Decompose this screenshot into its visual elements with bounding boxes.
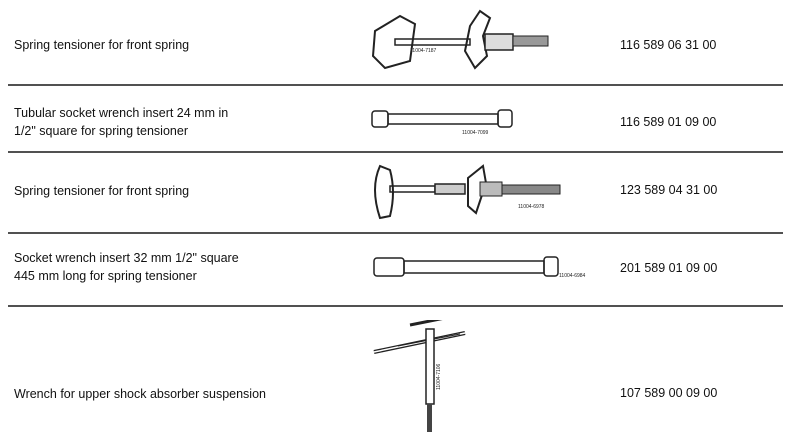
figure-label: 11004-7099 (462, 130, 489, 136)
part-number: 123 589 04 31 00 (620, 183, 718, 197)
description-line: Spring tensioner for front spring (14, 184, 190, 198)
part-number: 201 589 01 09 00 (620, 261, 718, 275)
part-number: 107 589 00 09 00 (620, 386, 718, 400)
item-description: Spring tensioner for front spring (14, 36, 189, 54)
description-line: 445 mm long for spring tensioner (14, 269, 197, 283)
socket-wrench-insert-illustration: 11004-6984 (373, 256, 586, 279)
socket-wrench-insert-illustration: 11004-7099 (371, 109, 513, 136)
figure-label: 11004-6984 (559, 273, 586, 279)
item-description: Socket wrench insert 32 mm 1/2" square 44… (14, 249, 239, 285)
figure-label: 11004-6978 (518, 204, 545, 210)
divider (8, 305, 783, 307)
divider (8, 232, 783, 234)
item-description: Tubular socket wrench insert 24 mm in 1/2… (14, 104, 228, 140)
figure-label: 11004-7106 (436, 363, 442, 390)
divider (8, 84, 783, 86)
part-number: 116 589 06 31 00 (620, 38, 717, 52)
description-line: Wrench for upper shock absorber suspensi… (14, 387, 266, 401)
t-handle-wrench-illustration: 11004-7106 (373, 320, 466, 432)
divider (8, 151, 783, 153)
item-description: Wrench for upper shock absorber suspensi… (14, 385, 266, 403)
item-description: Spring tensioner for front spring (14, 182, 189, 200)
description-line: Socket wrench insert 32 mm 1/2" square (14, 251, 239, 265)
description-line: Spring tensioner for front spring (14, 38, 190, 52)
figure-label: 11004-7187 (410, 48, 437, 54)
spring-tensioner-illustration: 11004-6978 (374, 164, 561, 220)
part-number: 116 589 01 09 00 (620, 115, 717, 129)
description-line: Tubular socket wrench insert 24 mm in (14, 106, 229, 120)
spring-tensioner-illustration: 11004-7187 (371, 9, 549, 70)
description-line: 1/2" square for spring tensioner (14, 124, 188, 138)
